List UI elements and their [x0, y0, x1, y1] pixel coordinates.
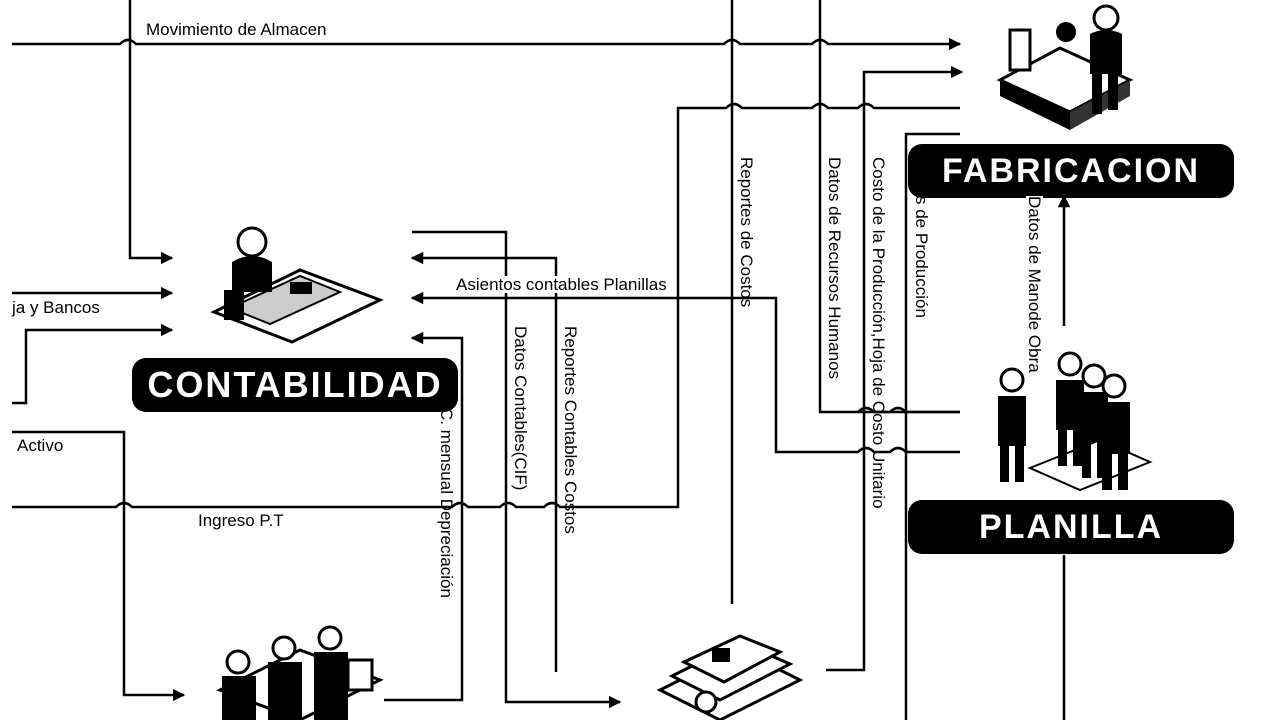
- module-fabricacion[interactable]: FABRICACION: [908, 144, 1234, 198]
- accountant-desk-icon: [210, 226, 384, 344]
- documents-stack-icon: [656, 634, 804, 720]
- flow-label-reportes-contables-costos: Reportes Contables Costos: [561, 326, 580, 534]
- workers-team-icon: [216, 625, 384, 720]
- flow-label-caja-bancos: ja y Bancos: [12, 298, 100, 317]
- flow-label-datos-contables-cif: Datos Contables(CIF): [511, 326, 530, 491]
- flow-label-depreciacion: C. mensual Depreciación: [437, 408, 456, 598]
- module-planilla[interactable]: PLANILLA: [908, 500, 1234, 554]
- flow-label-costo-produccion: Costo de la Producción,Hoja de Costo Uni…: [869, 157, 888, 509]
- connector-lines: [12, 0, 1071, 720]
- flow-label-movimiento-almacen: Movimiento de Almacen: [146, 20, 327, 39]
- module-contabilidad[interactable]: CONTABILIDAD: [132, 358, 458, 412]
- flow-label-ingreso-pt: Ingreso P.T: [198, 511, 284, 530]
- staff-group-icon: [998, 351, 1153, 492]
- flow-label-datos-mano-obra: Datos de Manode Obra: [1025, 196, 1044, 373]
- factory-worker-icon: [996, 4, 1134, 130]
- flow-label-activo: Activo: [17, 436, 64, 455]
- flow-label-reportes-costos: Reportes de Costos: [737, 157, 756, 308]
- flow-label-asientos-planillas: Asientos contables Planillas: [456, 275, 667, 294]
- flow-label-s-produccion: s de Producción: [912, 196, 931, 318]
- flow-label-datos-rrhh: Datos de Recursos Humanos: [825, 157, 844, 380]
